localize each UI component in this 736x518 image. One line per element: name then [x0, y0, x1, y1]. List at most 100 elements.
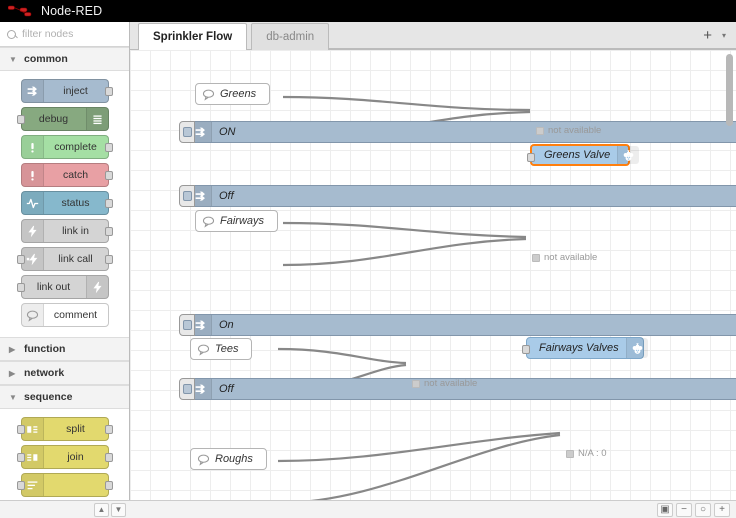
comment-bubble-icon: [21, 304, 44, 326]
link-call-icon: [21, 248, 44, 270]
inject-node-greens-on[interactable]: ON: [179, 121, 736, 143]
raspberry-pi-icon: [617, 146, 640, 164]
valve-status-label: not available: [424, 378, 478, 389]
palette-node-link-out[interactable]: link out: [16, 275, 109, 299]
valve-node-label: Greens Valve: [544, 149, 611, 161]
inject-node-label: On: [219, 319, 234, 331]
palette-category-network[interactable]: ▶ network: [0, 361, 129, 385]
valve-node-greens[interactable]: Greens Valve: [527, 144, 640, 166]
flow-menu-button[interactable]: ▾: [721, 30, 726, 40]
valve-status-label: not available: [544, 252, 598, 263]
canvas-vertical-scrollbar[interactable]: [726, 54, 733, 126]
tab-sprinkler-flow[interactable]: Sprinkler Flow: [138, 23, 248, 50]
palette-node-join[interactable]: join: [16, 445, 113, 469]
palette-node-split[interactable]: split: [16, 417, 113, 441]
comment-node-fairways[interactable]: Fairways: [195, 210, 279, 232]
palette-category-label: sequence: [24, 391, 73, 403]
palette-node-port-out: [104, 255, 113, 264]
inject-trigger-button[interactable]: [179, 314, 195, 336]
link-bolt-icon: [21, 220, 44, 242]
inject-arrow-icon: [21, 80, 44, 102]
comment-node-greens[interactable]: Greens: [195, 83, 271, 105]
palette-category-common[interactable]: ▼common: [0, 47, 129, 71]
comment-bubble-icon: [191, 343, 215, 356]
reset-zoom-button[interactable]: ▣: [657, 502, 673, 517]
palette-footer: ▲ ▼: [0, 500, 130, 518]
palette-node-debug[interactable]: debug: [16, 107, 109, 131]
valve-status-tees: not available: [412, 378, 477, 389]
palette-category-sequence[interactable]: ▼ sequence: [0, 385, 129, 409]
filter-nodes-input[interactable]: [22, 28, 122, 40]
palette-node-label: inject: [63, 85, 88, 97]
chevron-right-icon: ▶: [9, 368, 16, 378]
status-dot-icon: [532, 253, 540, 262]
inject-arrow-icon: [190, 122, 212, 142]
inject-node-fairways-on[interactable]: On: [179, 314, 736, 336]
palette-node-port-out: [104, 481, 113, 490]
collapse-all-button[interactable]: ▲: [94, 502, 109, 517]
inject-node-greens-off[interactable]: Off: [179, 185, 736, 207]
tab-db-admin[interactable]: db-admin: [251, 23, 330, 50]
node-input-port[interactable]: [522, 345, 530, 354]
status-dot-icon: [566, 449, 574, 458]
palette-node-comment[interactable]: comment: [20, 303, 109, 327]
comment-bubble-icon: [196, 215, 220, 228]
inject-node-label: ON: [219, 126, 236, 138]
palette-node-port-out: [104, 87, 113, 96]
palette-category-function[interactable]: ▶function: [0, 337, 129, 361]
chevron-down-icon: ▼: [9, 392, 17, 402]
zoom-reset-button[interactable]: ○: [695, 502, 711, 517]
palette-category-label: common: [24, 53, 68, 65]
zoom-out-button[interactable]: −: [676, 502, 692, 517]
palette-node-status[interactable]: status: [20, 191, 113, 215]
valve-node-label: Fairways Valves: [539, 342, 619, 354]
palette-node-link-call[interactable]: link call: [16, 247, 113, 271]
comment-node-label: Greens: [220, 88, 257, 100]
node-input-port[interactable]: [527, 153, 535, 162]
search-icon: [7, 29, 16, 39]
zoom-in-button[interactable]: +: [714, 502, 730, 517]
add-flow-button[interactable]: +: [703, 26, 712, 44]
exclamation-icon: [21, 164, 44, 186]
valve-status-label: N/A : 0: [578, 448, 607, 459]
comment-bubble-icon: [196, 88, 220, 101]
palette-node-port-in: [16, 453, 25, 462]
palette-node-port-out: [104, 143, 113, 152]
inject-node-label: Off: [219, 383, 234, 395]
chevron-right-icon: ▶: [9, 344, 16, 354]
palette-node-port-in: [16, 425, 25, 434]
node-red-logo-icon: [7, 4, 34, 18]
inject-arrow-icon: [190, 379, 212, 399]
comment-node-tees[interactable]: Tees: [190, 338, 253, 360]
workspace: Sprinkler Flow db-admin + ▾: [130, 22, 736, 518]
status-dot-icon: [412, 379, 420, 388]
tab-label: db-admin: [266, 31, 315, 43]
expand-all-button[interactable]: ▼: [111, 502, 126, 517]
comment-node-label: Fairways: [220, 215, 265, 227]
exclamation-icon: [21, 136, 44, 158]
palette-node-port-in: [16, 255, 25, 264]
inject-arrow-icon: [190, 315, 212, 335]
palette-node-complete[interactable]: complete: [20, 135, 113, 159]
palette-node-inject[interactable]: inject: [20, 79, 113, 103]
inject-trigger-button[interactable]: [179, 378, 195, 400]
palette-search-bar[interactable]: [0, 22, 129, 47]
palette-node-link-in[interactable]: link in: [20, 219, 113, 243]
valve-node-fairways[interactable]: Fairways Valves: [522, 337, 648, 359]
palette-category-label: network: [24, 367, 65, 379]
inject-trigger-button[interactable]: [179, 185, 195, 207]
palette-node-port-out: [104, 171, 113, 180]
comment-node-label: Tees: [215, 343, 239, 355]
valve-status-greens: not available: [536, 125, 601, 136]
palette-node-label: comment: [53, 309, 98, 321]
inject-node-fairways-off[interactable]: Off: [179, 378, 736, 400]
comment-node-roughs[interactable]: Roughs: [190, 448, 267, 470]
palette-node-label: link call: [58, 253, 93, 265]
inject-trigger-button[interactable]: [179, 121, 195, 143]
palette-node-catch[interactable]: catch: [20, 163, 113, 187]
comment-bubble-icon: [191, 453, 215, 466]
palette-node-unnamed[interactable]: [16, 473, 113, 497]
palette-node-port-out: [104, 425, 113, 434]
